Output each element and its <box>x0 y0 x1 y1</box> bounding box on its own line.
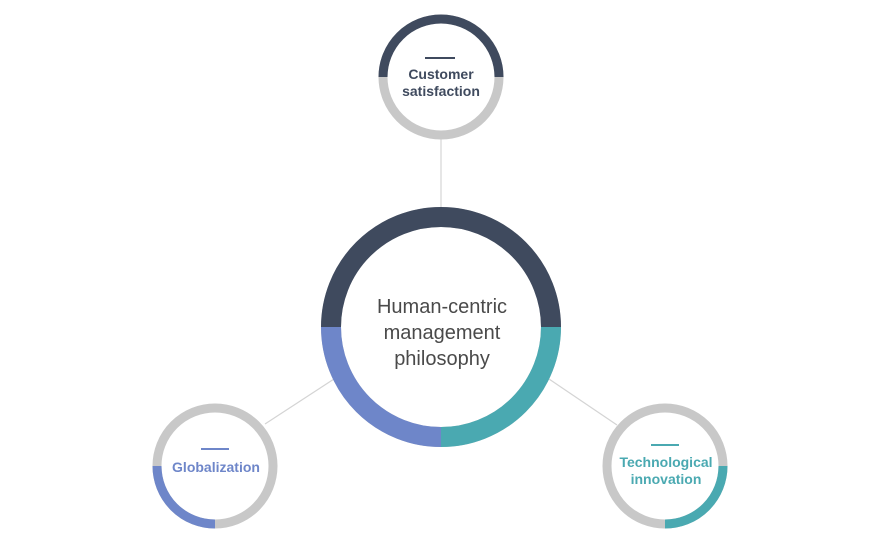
customer-satisfaction-accent-dash <box>425 57 455 59</box>
center-ring <box>321 207 561 447</box>
center-label-line-1: Human-centric <box>376 296 508 318</box>
center-label-line-3: philosophy <box>394 348 490 370</box>
node-customer-satisfaction-label: Customer satisfaction <box>385 66 497 100</box>
globalization-line-1: Globalization <box>172 459 260 475</box>
globalization-accent-dash <box>201 448 229 450</box>
technological-innovation-line-1: Technological <box>619 454 713 470</box>
customer-satisfaction-line-1: Customer <box>408 66 474 82</box>
customer-satisfaction-line-2: satisfaction <box>402 83 480 99</box>
node-technological-innovation-ring <box>602 403 728 529</box>
center-label: Human-centric management philosophy <box>344 294 540 372</box>
node-customer-satisfaction-ring <box>378 14 504 140</box>
technological-innovation-line-2: innovation <box>630 471 702 487</box>
center-label-line-2: management <box>383 322 501 344</box>
node-globalization-label: Globalization <box>160 459 272 476</box>
connector-line-right <box>548 378 618 426</box>
node-globalization-ring <box>152 403 278 529</box>
technological-innovation-accent-dash <box>651 444 679 446</box>
connector-line-left <box>264 378 335 425</box>
node-technological-innovation-label: Technological innovation <box>610 454 722 488</box>
